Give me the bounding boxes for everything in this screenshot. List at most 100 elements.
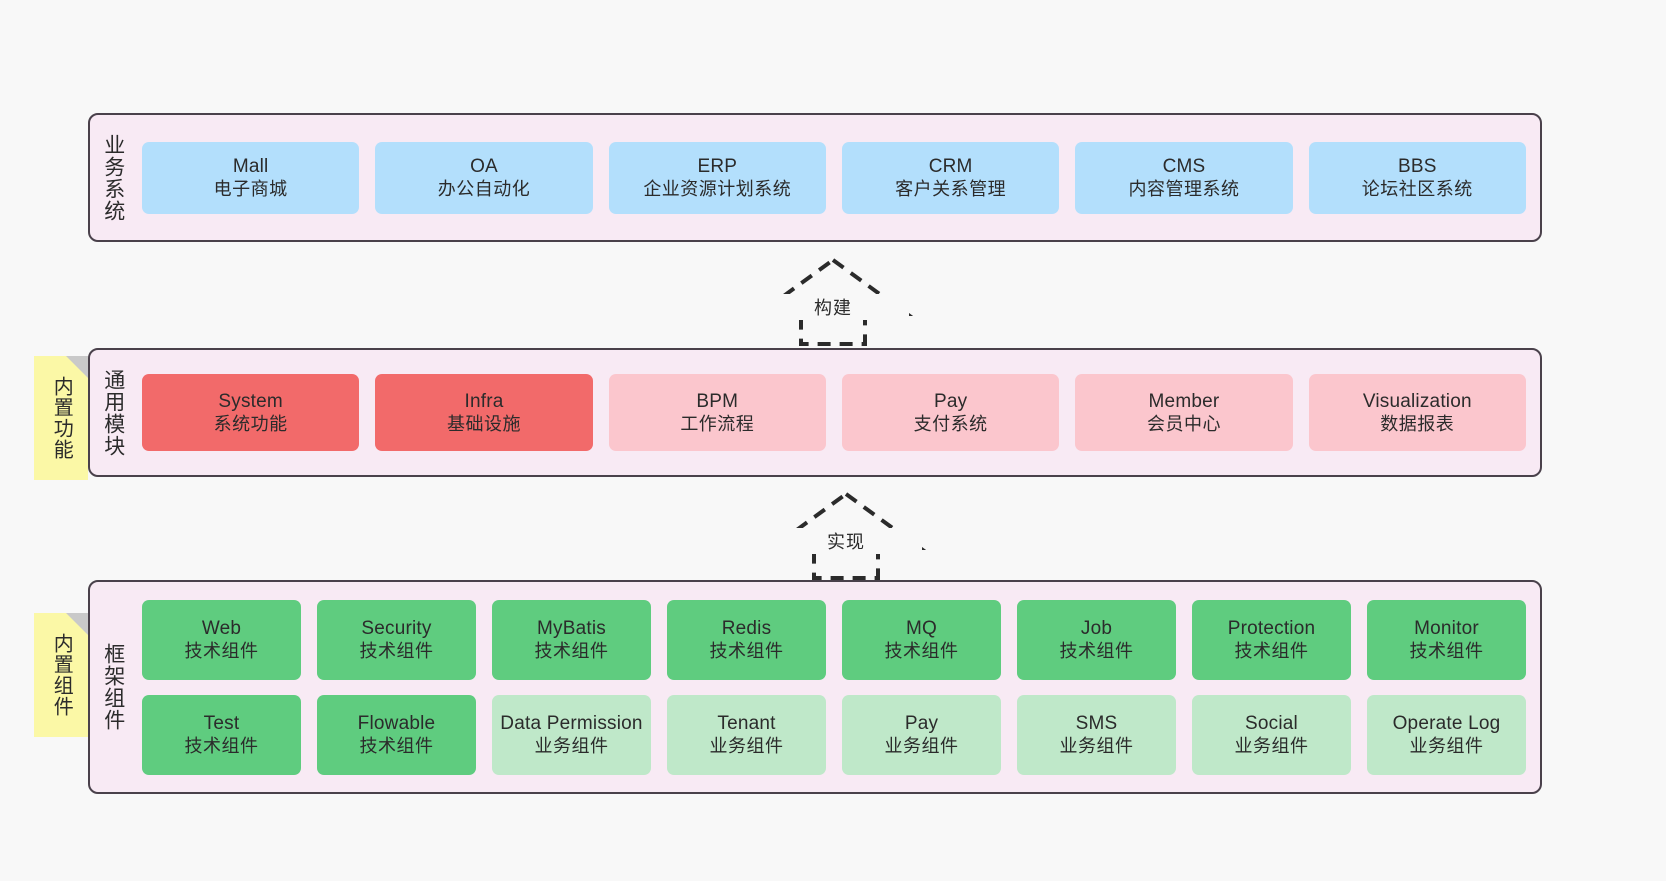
card-title-cn: 系统功能 (213, 414, 288, 435)
card-title-en: Protection (1227, 617, 1316, 639)
card-title-cn: 办公自动化 (437, 179, 531, 200)
card-title-cn: 业务组件 (709, 736, 784, 757)
card-test[interactable]: Test 技术组件 (142, 694, 301, 775)
card-title-cn: 技术组件 (359, 641, 434, 662)
card-title-en: Visualization (1362, 390, 1472, 412)
card-title-cn: 业务组件 (1234, 736, 1309, 757)
arrow-implement: 实现 (765, 491, 927, 580)
card-title-en: Pay (933, 390, 968, 412)
card-title-en: Test (203, 712, 240, 734)
card-protection[interactable]: Protection 技术组件 (1192, 599, 1351, 680)
card-erp[interactable]: ERP 企业资源计划系统 (608, 141, 826, 214)
card-data-permission[interactable]: Data Permission 业务组件 (492, 694, 651, 775)
layer-title-common-module: 通用模块 (101, 368, 125, 457)
card-flowable[interactable]: Flowable 技术组件 (317, 694, 476, 775)
card-title-cn: 企业资源计划系统 (643, 179, 792, 200)
card-title-cn: 技术组件 (1234, 641, 1309, 662)
card-title-cn: 技术组件 (709, 641, 784, 662)
card-title-en: CMS (1162, 155, 1206, 177)
card-title-en: Infra (464, 390, 504, 412)
card-title-en: Security (361, 617, 432, 639)
card-mall[interactable]: Mall 电子商城 (142, 141, 360, 214)
card-title-cn: 论坛社区系统 (1361, 179, 1473, 200)
card-visualization[interactable]: Visualization 数据报表 (1308, 374, 1526, 451)
card-title-en: System (218, 390, 283, 412)
card-system[interactable]: System 系统功能 (142, 374, 360, 451)
card-title-cn: 电子商城 (213, 179, 288, 200)
card-title-cn: 客户关系管理 (895, 179, 1007, 200)
card-mq[interactable]: MQ 技术组件 (842, 599, 1001, 680)
layer-common-module: 通用模块 System 系统功能 Infra 基础设施 BPM 工作流程 Pay… (88, 348, 1542, 477)
card-title-en: Data Permission (500, 712, 643, 734)
note-label: 内置组件 (50, 633, 73, 717)
card-title-en: OA (470, 155, 498, 177)
layer-body-common-module: System 系统功能 Infra 基础设施 BPM 工作流程 Pay 支付系统… (136, 350, 1540, 475)
layer-body-framework-component: Web 技术组件 Security 技术组件 MyBatis 技术组件 Redi… (136, 582, 1540, 792)
card-social[interactable]: Social 业务组件 (1192, 694, 1351, 775)
card-bbs[interactable]: BBS 论坛社区系统 (1308, 141, 1526, 214)
card-title-cn: 业务组件 (1409, 736, 1484, 757)
card-title-en: SMS (1075, 712, 1118, 734)
card-monitor[interactable]: Monitor 技术组件 (1367, 599, 1526, 680)
card-title-en: Redis (721, 617, 772, 639)
card-title-cn: 技术组件 (184, 736, 259, 757)
layer-framework-component: 框架组件 Web 技术组件 Security 技术组件 MyBatis 技术组件… (88, 580, 1542, 794)
card-bpm[interactable]: BPM 工作流程 (608, 374, 826, 451)
card-title-cn: 会员中心 (1146, 414, 1221, 435)
card-mybatis[interactable]: MyBatis 技术组件 (492, 599, 651, 680)
card-cms[interactable]: CMS 内容管理系统 (1075, 141, 1293, 214)
card-title-cn: 基础设施 (446, 414, 521, 435)
card-job[interactable]: Job 技术组件 (1017, 599, 1176, 680)
card-crm[interactable]: CRM 客户关系管理 (841, 141, 1060, 214)
card-row: Web 技术组件 Security 技术组件 MyBatis 技术组件 Redi… (142, 599, 1526, 680)
card-row: Test 技术组件 Flowable 技术组件 Data Permission … (142, 694, 1526, 775)
card-title-cn: 工作流程 (680, 414, 755, 435)
card-title-cn: 技术组件 (534, 641, 609, 662)
card-title-en: Social (1245, 712, 1298, 734)
card-title-cn: 技术组件 (884, 641, 959, 662)
card-infra[interactable]: Infra 基础设施 (375, 374, 593, 451)
card-title-cn: 技术组件 (184, 641, 259, 662)
card-title-cn: 支付系统 (913, 414, 988, 435)
card-row: System 系统功能 Infra 基础设施 BPM 工作流程 Pay 支付系统… (142, 374, 1526, 451)
card-title-en: Monitor (1414, 617, 1479, 639)
card-title-en: Operate Log (1392, 712, 1501, 734)
card-oa[interactable]: OA 办公自动化 (375, 141, 593, 214)
card-title-en: Mall (232, 155, 269, 177)
card-title-cn: 内容管理系统 (1128, 179, 1240, 200)
card-title-cn: 数据报表 (1380, 414, 1455, 435)
card-row: Mall 电子商城 OA 办公自动化 ERP 企业资源计划系统 CRM 客户关系… (142, 141, 1526, 214)
arrow-build: 构建 (752, 257, 914, 346)
card-sms[interactable]: SMS 业务组件 (1017, 694, 1176, 775)
card-pay-business[interactable]: Pay 业务组件 (842, 694, 1001, 775)
note-builtin-function: 内置功能 (34, 356, 88, 480)
card-redis[interactable]: Redis 技术组件 (667, 599, 826, 680)
card-title-cn: 技术组件 (1059, 641, 1134, 662)
card-tenant[interactable]: Tenant 业务组件 (667, 694, 826, 775)
card-title-en: Flowable (357, 712, 436, 734)
card-operate-log[interactable]: Operate Log 业务组件 (1367, 694, 1526, 775)
card-web[interactable]: Web 技术组件 (142, 599, 301, 680)
card-title-en: Job (1080, 617, 1113, 639)
layer-title-framework-component: 框架组件 (101, 643, 125, 731)
card-title-en: MyBatis (537, 617, 606, 639)
card-title-en: CRM (928, 155, 973, 177)
card-title-en: Pay (904, 712, 939, 734)
card-title-en: Web (201, 617, 242, 639)
card-title-en: BBS (1397, 155, 1437, 177)
card-title-en: Tenant (717, 712, 776, 734)
card-security[interactable]: Security 技术组件 (317, 599, 476, 680)
card-member[interactable]: Member 会员中心 (1075, 374, 1293, 451)
layer-title-business-system: 业务系统 (101, 133, 125, 222)
note-builtin-component: 内置组件 (34, 613, 88, 737)
card-title-cn: 业务组件 (884, 736, 959, 757)
card-title-cn: 技术组件 (1409, 641, 1484, 662)
card-title-cn: 技术组件 (359, 736, 434, 757)
layer-body-business-system: Mall 电子商城 OA 办公自动化 ERP 企业资源计划系统 CRM 客户关系… (136, 115, 1540, 240)
card-title-en: Member (1148, 390, 1220, 412)
card-title-en: BPM (696, 390, 739, 412)
layer-business-system: 业务系统 Mall 电子商城 OA 办公自动化 ERP 企业资源计划系统 CRM… (88, 113, 1542, 242)
card-title-en: MQ (905, 617, 937, 639)
card-pay[interactable]: Pay 支付系统 (841, 374, 1060, 451)
